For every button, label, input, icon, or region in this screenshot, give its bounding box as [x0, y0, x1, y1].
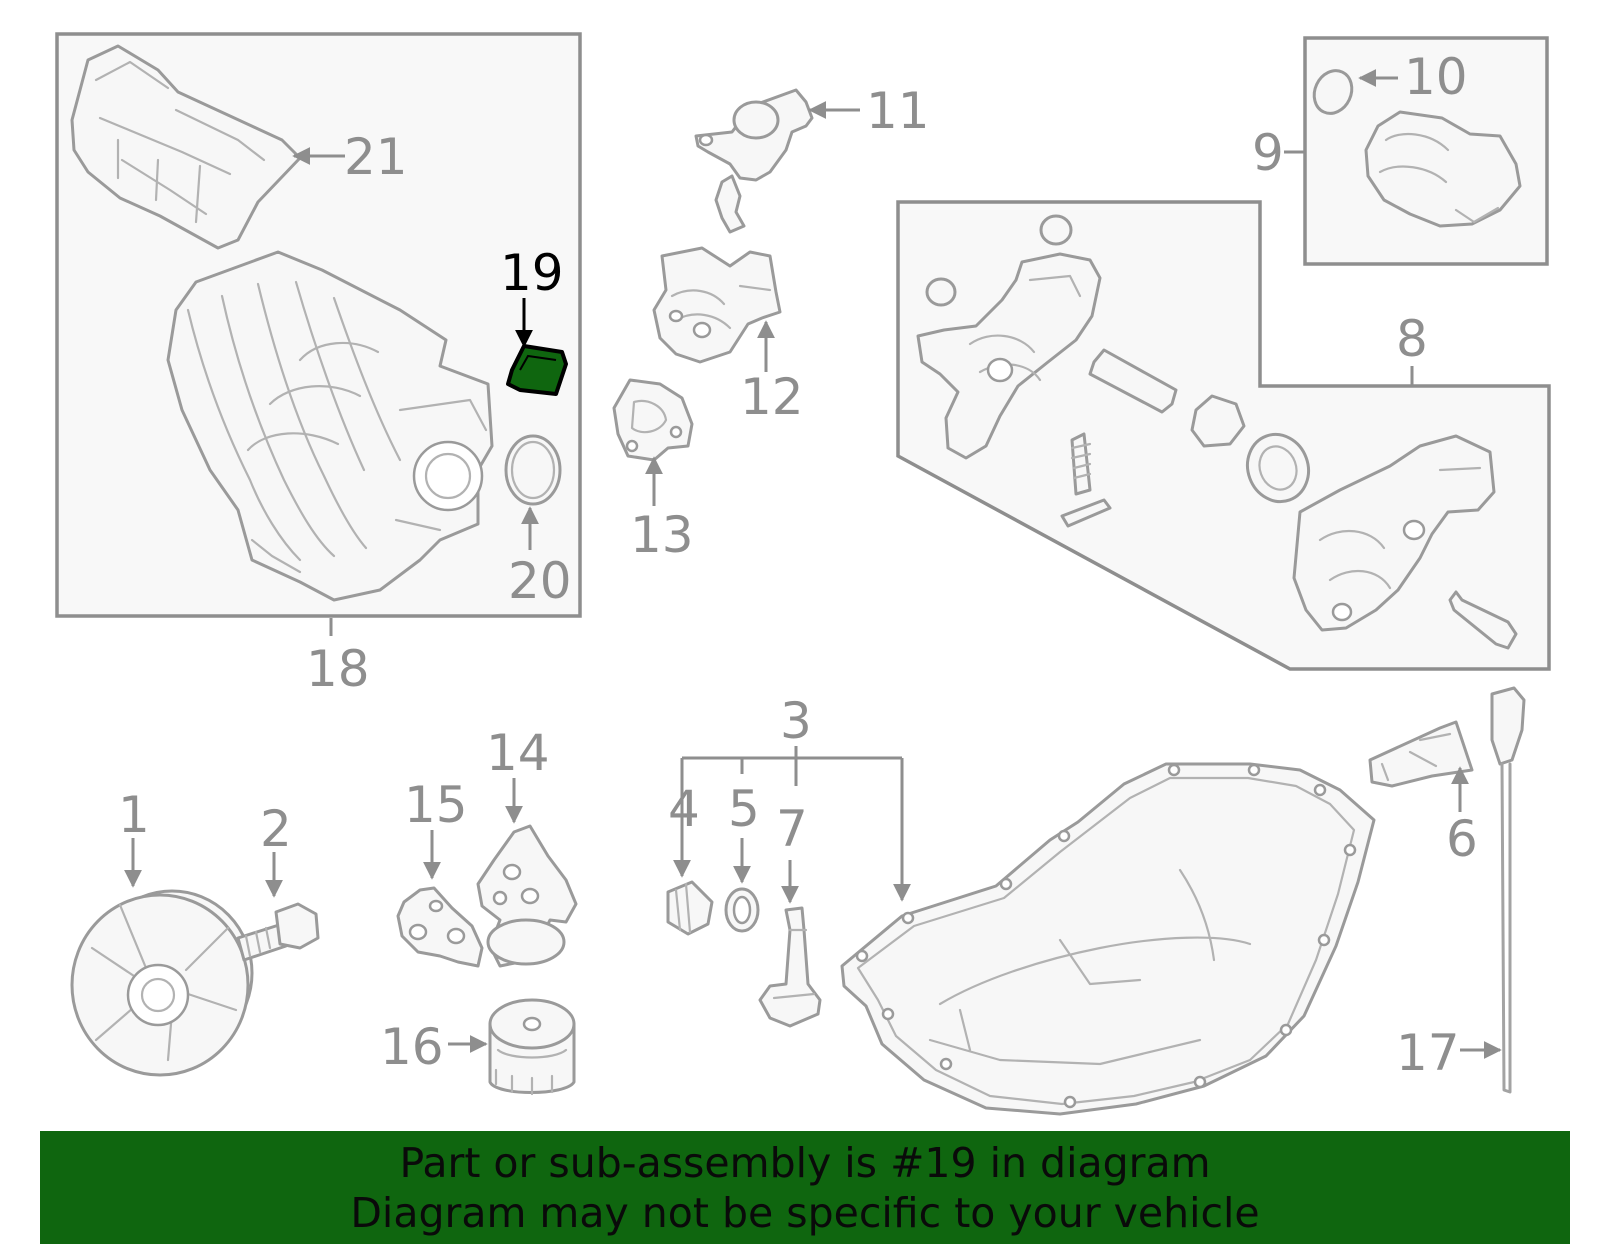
callout-21: 21: [344, 128, 408, 186]
callout-5: 5: [728, 780, 760, 838]
o-ring-part-10[interactable]: [1307, 64, 1358, 119]
callout-2: 2: [260, 800, 292, 858]
banner-disclaimer: Diagram may not be specific to your vehi…: [350, 1188, 1260, 1237]
callout-8: 8: [1396, 310, 1428, 368]
callout-19: 19: [500, 244, 564, 302]
oil-strainer-part-7[interactable]: [758, 906, 822, 1028]
callout-1: 1: [118, 786, 150, 844]
banner-part-note: Part or sub-assembly is #19 in diagram: [399, 1138, 1211, 1187]
solenoid-part-11[interactable]: [694, 88, 814, 234]
drain-plug-part-4[interactable]: [666, 880, 714, 936]
callout-17: 17: [1396, 1024, 1460, 1082]
callout-16: 16: [380, 1018, 444, 1076]
crankshaft-pulley-part-1[interactable]: [70, 889, 254, 1077]
callout-4: 4: [668, 780, 700, 838]
oil-filter-part-16[interactable]: [488, 998, 576, 1096]
filter-housing-part-14[interactable]: [476, 824, 578, 968]
engine-cover-part[interactable]: [70, 44, 302, 250]
info-banner: Part or sub-assembly is #19 in diagram D…: [40, 1131, 1570, 1244]
dipstick-part-17[interactable]: [1490, 686, 1526, 1094]
pulley-bolt-part-2[interactable]: [236, 902, 320, 962]
callout-12: 12: [740, 368, 804, 426]
oil-pump-assembly-part-8[interactable]: [916, 214, 1518, 650]
intake-manifold-part[interactable]: [166, 250, 494, 602]
o-ring-part-20[interactable]: [504, 434, 562, 506]
pump-cover-part-9[interactable]: [1364, 110, 1522, 228]
callout-6: 6: [1446, 810, 1478, 868]
callout-3: 3: [780, 692, 812, 750]
callout-18: 18: [306, 640, 370, 698]
callout-11: 11: [866, 82, 930, 140]
dipstick-tube-part-6[interactable]: [1368, 720, 1474, 788]
callout-20: 20: [508, 552, 572, 610]
callout-10: 10: [1404, 48, 1468, 106]
callout-13: 13: [630, 506, 694, 564]
gasket-part-13[interactable]: [612, 378, 694, 462]
callout-9: 9: [1252, 124, 1284, 182]
washer-part-5[interactable]: [724, 887, 760, 933]
callout-15: 15: [404, 776, 468, 834]
callout-7: 7: [776, 800, 808, 858]
gasket-part-15[interactable]: [396, 886, 484, 968]
oil-pan-part-3[interactable]: [840, 762, 1376, 1116]
valve-body-part-12[interactable]: [652, 246, 782, 364]
gasket-part-19[interactable]: [506, 344, 568, 396]
callout-14: 14: [486, 724, 550, 782]
